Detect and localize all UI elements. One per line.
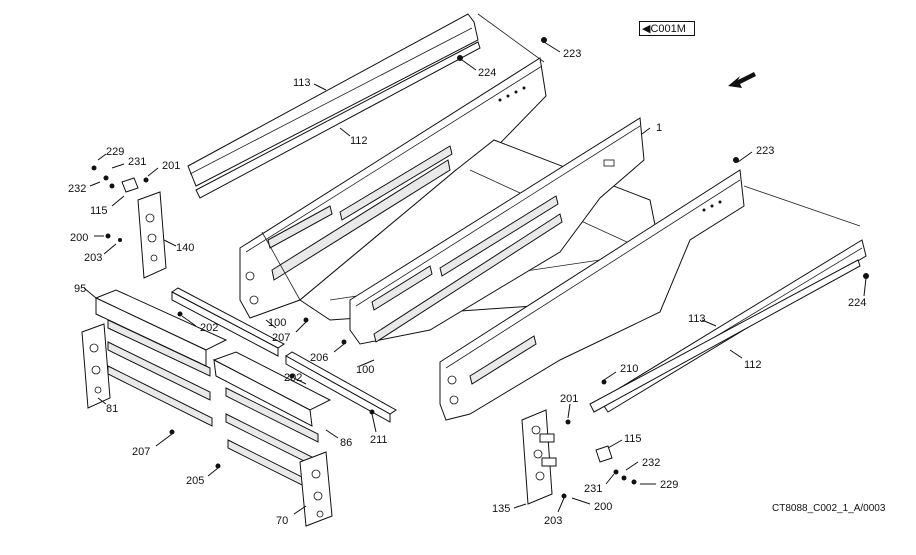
side-panel-middle (349, 117, 645, 345)
callout-label: 200 (594, 501, 612, 513)
callout-label: 115 (90, 205, 108, 217)
hardware (91, 37, 869, 499)
callout-label: 229 (106, 146, 124, 158)
callout-label: 229 (660, 479, 678, 491)
mount-plate-70 (299, 451, 333, 527)
callout-label: 135 (492, 503, 510, 515)
callout-label: 203 (544, 515, 562, 527)
callout-label: 95 (74, 283, 86, 295)
callout-label: 70 (276, 515, 288, 527)
cross-member-95 (94, 289, 228, 427)
callout-label: 224 (848, 297, 866, 309)
callout-label: 232 (642, 457, 660, 469)
callout-label: 115 (624, 433, 642, 445)
callout-label: 201 (162, 160, 180, 172)
callout-label: 140 (176, 242, 194, 254)
callout-label: 112 (744, 359, 762, 371)
side-panel-lower-right (439, 169, 861, 421)
callout-label: 1 (656, 122, 662, 134)
callout-label: 232 (68, 183, 86, 195)
block-115-left (121, 177, 139, 193)
callout-label: 100 (356, 364, 374, 376)
callout-label: 211 (370, 434, 388, 446)
callout-label: 210 (620, 363, 638, 375)
cover-strip-lower-right (589, 239, 867, 413)
block-115-right (595, 445, 613, 463)
arrow-down-left-icon (728, 72, 756, 88)
mount-plate-135 (521, 409, 557, 505)
callout-label: 113 (688, 313, 706, 325)
cover-strip-upper-left (187, 13, 545, 199)
callout-label: 100 (268, 317, 286, 329)
mount-plate-81 (81, 323, 111, 409)
callout-label: 86 (340, 437, 352, 449)
view-code-text: C001M (650, 23, 686, 35)
callout-label: 207 (132, 446, 150, 458)
callout-label: 203 (84, 252, 102, 264)
callout-labels: 223 224 113 112 1 223 224 113 112 229 23… (68, 48, 866, 527)
cross-member-86 (212, 351, 332, 495)
callout-label: 205 (186, 475, 204, 487)
callout-label: 201 (560, 393, 578, 405)
callout-label: 202 (200, 322, 218, 334)
callout-label: 224 (478, 67, 496, 79)
callout-label: 223 (563, 48, 581, 60)
callout-label: 223 (756, 145, 774, 157)
callout-label: 206 (310, 352, 328, 364)
left-triangle-icon: ◀ (642, 23, 651, 35)
callout-label: 207 (272, 332, 290, 344)
callout-label: 112 (350, 135, 368, 147)
callout-label: 200 (70, 232, 88, 244)
leader-lines (83, 41, 867, 515)
callout-label: 113 (293, 77, 311, 89)
angle-bracket-100-upper (171, 287, 285, 357)
angle-bracket-100-lower (285, 351, 397, 423)
view-code-box: ◀C001M (639, 21, 695, 36)
callout-label: 231 (584, 483, 602, 495)
callout-label: 81 (106, 403, 118, 415)
callout-label: 202 (284, 372, 302, 384)
side-panel-upper (239, 57, 547, 319)
drawing-id: CT8088_C002_1_A/0003 (772, 503, 886, 514)
mount-plate-140 (137, 191, 167, 279)
callout-label: 231 (128, 156, 146, 168)
